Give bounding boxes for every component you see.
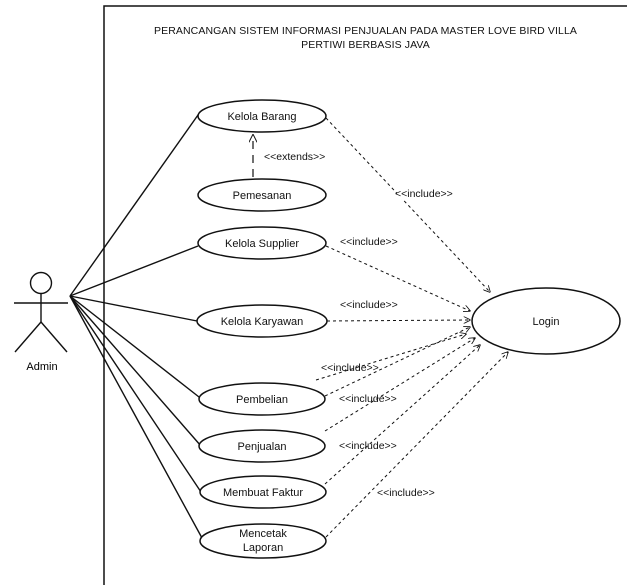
label-kelola-supplier: Kelola Supplier <box>225 238 299 250</box>
include-label-kelola-barang: <<include>> <box>395 188 453 200</box>
system-title-line-1: PERANCANGAN SISTEM INFORMASI PENJUALAN P… <box>153 25 577 37</box>
use-case-login <box>471 287 621 355</box>
assoc-kelola-supplier <box>69 245 199 297</box>
label-membuat-faktur: Membuat Faktur <box>223 487 303 499</box>
include-arrow-mencetak-laporan <box>325 352 508 538</box>
assoc-penjualan <box>69 295 202 447</box>
label-login: Login <box>533 316 560 328</box>
use-case-mencetak-laporan <box>199 523 327 559</box>
admin-actor-label: Admin <box>26 361 57 373</box>
admin-actor-icon <box>14 271 68 353</box>
use-case-pemesanan <box>197 178 327 212</box>
label-kelola-barang: Kelola Barang <box>227 111 296 123</box>
include-arrow-membuat-faktur <box>324 345 480 485</box>
label-kelola-karyawan: Kelola Karyawan <box>221 316 304 328</box>
system-boundary <box>103 5 627 585</box>
assoc-kelola-karyawan <box>69 295 198 322</box>
include-arrow-kelola-karyawan <box>326 320 470 321</box>
assoc-pembelian <box>69 295 200 398</box>
label-pembelian: Pembelian <box>236 394 288 406</box>
association-lines <box>69 114 203 539</box>
assoc-membuat-faktur <box>69 295 202 493</box>
use-case-pembelian <box>198 382 326 416</box>
use-case-membuat-faktur <box>199 475 327 509</box>
include-label-penjualan: <<include>> <box>339 440 397 452</box>
label-pemesanan: Pemesanan <box>233 190 292 202</box>
label-mencetak-laporan-line-1: Mencetak <box>239 528 287 540</box>
assoc-kelola-barang <box>69 114 199 297</box>
include-label-kelola-karyawan: <<include>> <box>340 299 398 311</box>
assoc-mencetak-laporan <box>69 295 203 539</box>
include-arrow-kelola-supplier <box>325 245 470 311</box>
use-case-kelola-barang <box>197 99 327 133</box>
include-label-pembelian: <<include>> <box>339 393 397 405</box>
use-case-penjualan <box>198 429 326 463</box>
extends-label: <<extends>> <box>264 151 325 163</box>
label-mencetak-laporan-line-2: Laporan <box>243 542 283 554</box>
include-label-kelola-supplier: <<include>> <box>340 236 398 248</box>
include-label-pembelian-upper: <<include>> <box>321 362 379 374</box>
include-arrow-pembelian-upper <box>315 334 466 381</box>
include-label-mencetak-laporan: <<include>> <box>377 487 435 499</box>
use-case-kelola-supplier <box>197 226 327 260</box>
include-arrow-kelola-barang <box>325 117 490 292</box>
system-boundary-title: PERANCANGAN SISTEM INFORMASI PENJUALAN P… <box>104 24 627 52</box>
system-title-line-2: PERTIWI BERBASIS JAVA <box>301 39 430 51</box>
include-arrow-pembelian <box>324 327 470 397</box>
label-penjualan: Penjualan <box>238 441 287 453</box>
include-arrow-penjualan <box>324 338 475 432</box>
